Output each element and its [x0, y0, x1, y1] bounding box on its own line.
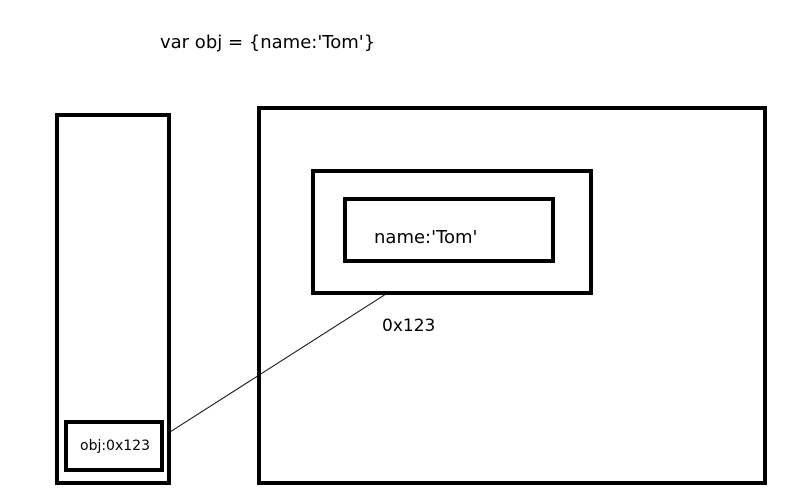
- object-address-label: 0x123: [382, 316, 436, 336]
- heap-object-outer-box: [311, 169, 593, 295]
- heap-object-inner-box: [343, 197, 555, 263]
- stack-variable-cell: [64, 420, 164, 472]
- heap-memory-box: [257, 106, 767, 485]
- object-property-label: name:'Tom': [374, 227, 478, 248]
- code-declaration: var obj = {name:'Tom'}: [160, 32, 376, 53]
- stack-memory-box: [55, 113, 171, 485]
- stack-variable-label: obj:0x123: [80, 438, 150, 454]
